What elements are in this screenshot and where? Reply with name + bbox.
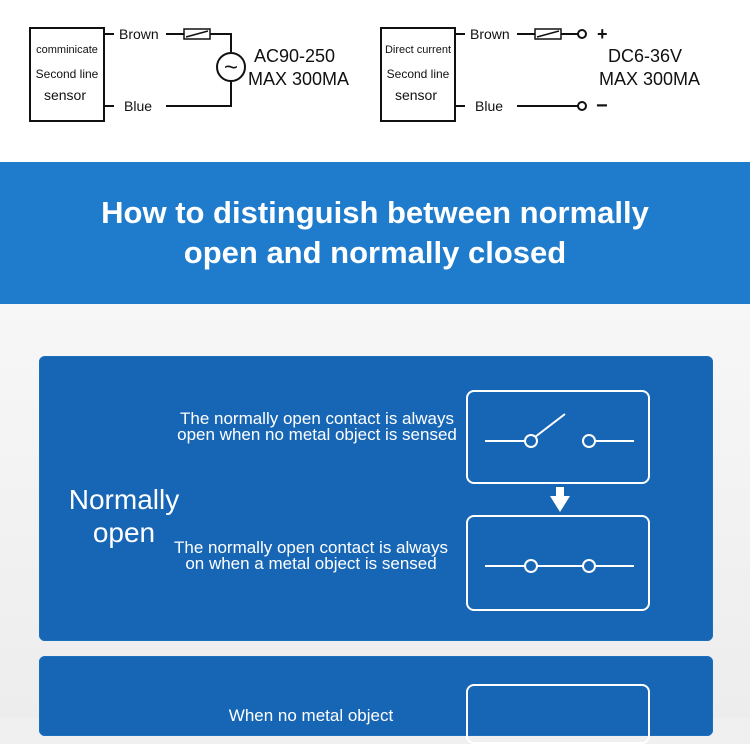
ac-sensor-box [29,27,105,122]
normally-open-off-description: The normally open contact is always open… [177,409,457,444]
normally-open-title: Normally open [68,484,180,548]
switch-open-box [466,390,650,484]
dc-positive-terminal [577,29,587,39]
ac-wiring-diagram: comminicate Second line sensor Brown Blu… [29,26,349,122]
ac-blue-wire [166,81,232,107]
normally-open-card [39,356,713,641]
ac-sensor-leads [104,33,114,107]
ac-blue-label: Blue [124,98,152,114]
ac-rating-line-2: MAX 300MA [248,69,349,89]
dc-brown-label: Brown [470,26,510,42]
normally-open-on-description: The normally open contact is always on w… [173,538,449,573]
dc-plus-sign: + [597,24,608,44]
dc-wiring-diagram: Direct current Second line sensor Brown … [380,24,700,122]
switch-closed-box [466,515,650,611]
dc-negative-terminal [577,101,587,111]
dc-sensor-line-2: Second line [387,67,450,81]
banner-title: How to distinguish between normally open… [101,195,649,270]
ac-sensor-line-3: sensor [44,87,86,103]
normally-closed-switch-box [466,684,650,744]
resistor-icon [534,28,562,40]
dc-rating-line-1: DC6-36V [608,46,682,66]
dc-sensor-leads [455,33,465,107]
dc-sensor-line-3: sensor [395,87,437,103]
ac-sensor-line-1: comminicate [36,44,98,56]
ac-brown-wire-2 [210,33,232,52]
resistor-icon [183,28,211,40]
normally-closed-description: When no metal object [228,706,394,725]
ac-sensor-line-2: Second line [36,67,99,81]
ac-source-symbol: ~ [224,54,238,81]
dc-blue-label: Blue [475,98,503,114]
wiring-section: comminicate Second line sensor Brown Blu… [0,0,750,162]
ac-brown-label: Brown [119,26,159,42]
dc-sensor-line-1: Direct current [385,44,451,56]
dc-minus-sign: − [596,95,608,117]
dc-sensor-box [380,27,456,122]
section-banner: How to distinguish between normally open… [0,162,750,304]
wiring-diagrams: comminicate Second line sensor Brown Blu… [29,24,700,122]
ac-rating-line-1: AC90-250 [254,46,335,66]
dc-rating-line-2: MAX 300MA [599,69,700,89]
